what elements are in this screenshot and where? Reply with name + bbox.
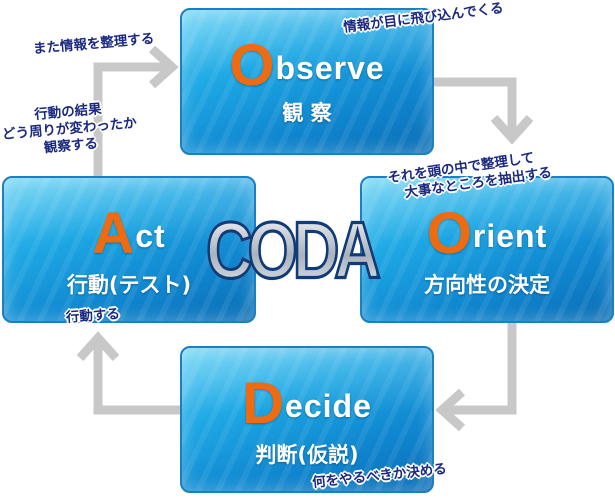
arrowhead-left — [435, 388, 466, 432]
coda-logo: CODA — [205, 204, 382, 296]
observe-initial: O — [229, 33, 276, 98]
decide-box: Decide 判断(仮説) — [180, 346, 434, 493]
decide-initial: D — [242, 371, 286, 436]
orient-initial: O — [426, 201, 473, 266]
arrowhead-up — [76, 331, 120, 362]
act-subtitle: 行動(テスト) — [66, 273, 192, 297]
arrowhead-down — [490, 114, 534, 145]
orient-subtitle: 方向性の決定 — [424, 273, 550, 297]
arrow-act-to-observe — [93, 62, 166, 176]
act-initial: A — [92, 201, 136, 266]
act-box: Act 行動(テスト) — [2, 176, 256, 323]
observe-subtitle: 観 察 — [282, 101, 332, 125]
observe-title: bserve — [275, 50, 385, 86]
arrow-decide-to-act — [93, 342, 180, 415]
arrow-orient-to-decide — [448, 320, 517, 415]
observe-box: Observe 観 察 — [180, 8, 434, 155]
decide-title: ecide — [285, 388, 372, 424]
orient-title: rient — [472, 218, 548, 254]
arrow-observe-to-orient — [432, 77, 517, 132]
act-title: ct — [135, 218, 166, 254]
decide-subtitle: 判断(仮説) — [255, 443, 359, 467]
orient-box: Orient 方向性の決定 — [360, 176, 614, 323]
arrowhead-right — [148, 45, 179, 89]
